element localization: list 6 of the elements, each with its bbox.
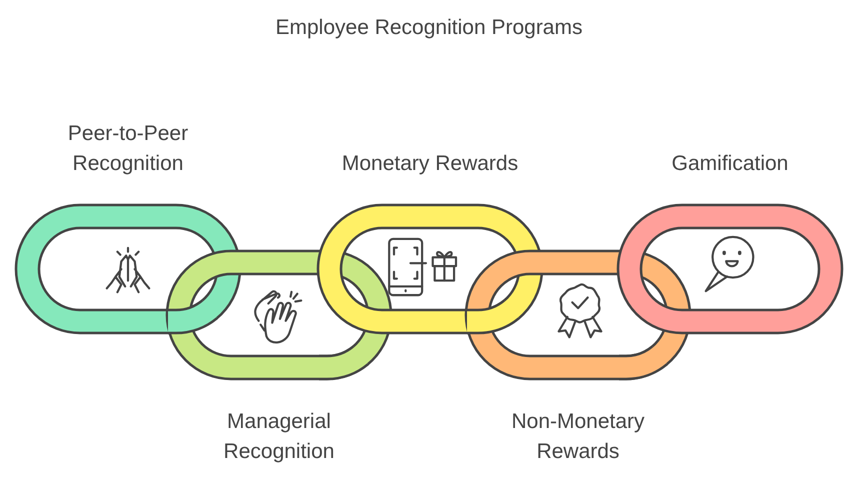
link-label: Non-Monetary Rewards: [510, 409, 646, 465]
link-label: Managerial Recognition: [222, 409, 336, 465]
link-label: Monetary Rewards: [340, 151, 520, 177]
link-label: Peer-to-Peer Recognition: [66, 121, 190, 177]
diagram-title: Employee Recognition Programs: [276, 16, 582, 40]
link-label: Gamification: [670, 151, 790, 177]
